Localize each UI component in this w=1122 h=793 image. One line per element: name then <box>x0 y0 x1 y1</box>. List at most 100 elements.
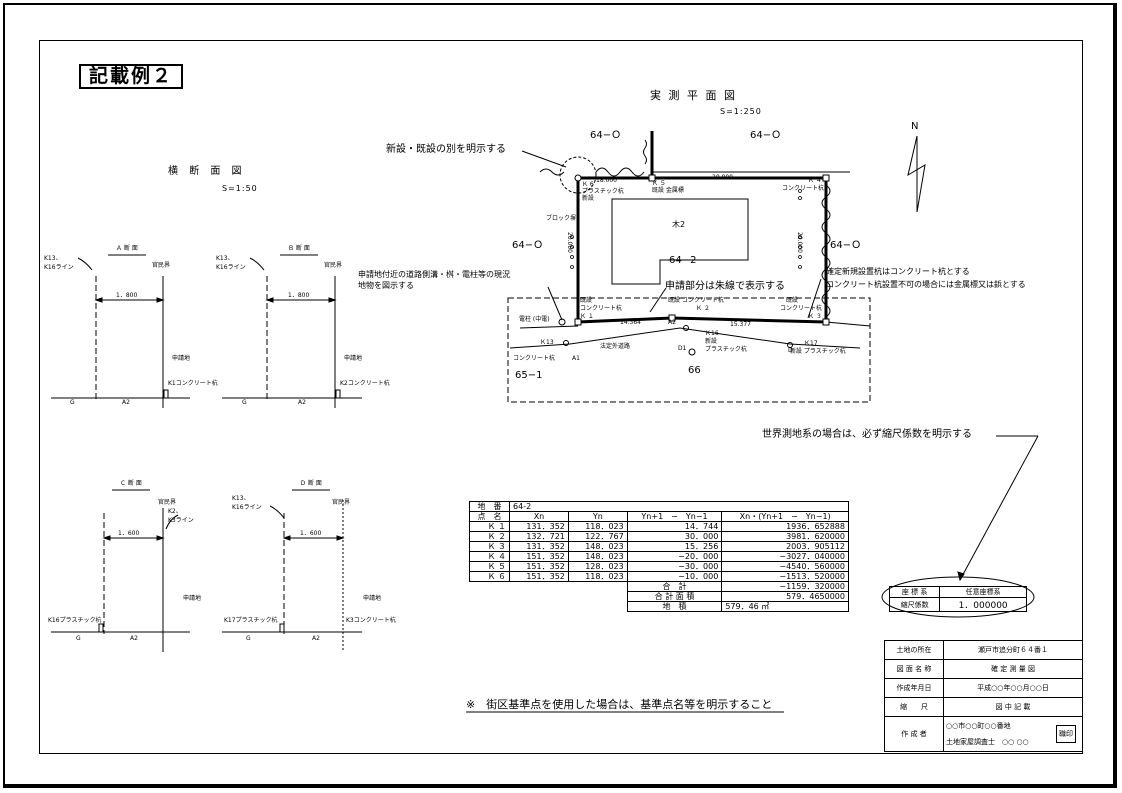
cell: 151．352 <box>509 551 569 562</box>
lot-left: 64−Ｏ <box>512 240 544 251</box>
section-a-pile: K1コンクリート杭 <box>168 380 218 387</box>
section-d-side: 官民界 <box>332 499 351 506</box>
header-product: Xn・(Yn+1 − Yn−1) <box>721 511 849 522</box>
section-b-name: Ｂ 断 面 <box>288 245 310 252</box>
note-current-objects-1: 申請地付近の道路側溝・桝・電柱等の現況 <box>358 270 510 279</box>
dim-left: 20.000 <box>566 232 573 253</box>
lot-number-label: 地 番 <box>468 501 511 512</box>
k3-name: Ｋ ３ <box>808 313 822 320</box>
coord-system-value: 任意座標系 <box>939 586 1027 598</box>
cell: 15．256 <box>626 541 723 552</box>
cell: 131．352 <box>509 521 569 532</box>
section-a-a2: A2 <box>122 399 130 406</box>
table-row: 図 面 名 称 確 定 測 量 図 <box>884 659 1083 679</box>
area-calculation-table: 地 番 64-2 点 名 Xn Yn Yn+1 − Yn−1 Xn・(Yn+1 … <box>468 501 849 612</box>
section-a-line-2: K16ライン <box>44 264 74 271</box>
section-d-line-2: K16ライン <box>232 504 262 511</box>
section-c-width: 1．600 <box>118 530 140 537</box>
cell: Ｋ ３ <box>468 541 511 552</box>
note-current-objects-2: 地物を図示する <box>358 281 414 290</box>
lot-bottom-left: 65−1 <box>515 370 543 381</box>
lot-right: 64−Ｏ <box>830 240 862 251</box>
lot-number-value: 64-2 <box>509 501 849 512</box>
blank-cell <box>470 602 628 612</box>
table-row: 縮 尺 図 中 記 載 <box>884 697 1083 717</box>
total-area-label: 合 計 面 積 <box>626 591 723 602</box>
cell: 128．023 <box>567 561 628 572</box>
author-label: 作 成 者 <box>884 716 944 752</box>
scale-factor-value: 1．000000 <box>939 597 1027 612</box>
k4-name: Ｋ ４ <box>808 177 822 184</box>
k1-name: Ｋ １ <box>580 313 594 320</box>
section-c-line-2: K3ライン <box>168 517 194 524</box>
pole-label: 電柱 (中電) <box>519 316 550 323</box>
lot-top-right: 64−Ｏ <box>750 130 782 141</box>
section-c-line-1: K2、 <box>168 508 182 515</box>
sum-value: −1159．320000 <box>721 581 849 592</box>
note-pile-1: 確定新規設置杭はコンクリート杭とする <box>826 267 970 276</box>
dim-bottom-right: 15.377 <box>730 321 751 328</box>
k6-kind: 新設 <box>582 195 595 202</box>
cell: 118．023 <box>567 571 628 582</box>
section-b-a2: A2 <box>298 399 306 406</box>
section-b-land: 申請地 <box>344 355 363 362</box>
k17-name: Ｋ17 <box>804 340 818 347</box>
building-outline <box>611 198 749 285</box>
section-d-width: 1．600 <box>300 530 322 537</box>
section-a-line-1: K13、 <box>44 255 62 262</box>
sheet-inner-frame <box>39 40 1083 754</box>
table-row: 地 番 64-2 <box>468 501 849 512</box>
k13-type: コンクリート杭 <box>513 355 556 362</box>
blank-cell <box>469 581 628 592</box>
section-d-land: 申請地 <box>363 595 382 602</box>
section-c-pile: K16プラスチック杭 <box>48 617 102 624</box>
land-area-label: 地 積 <box>626 601 723 612</box>
section-c-land: 申請地 <box>183 595 202 602</box>
section-d-line-1: K13、 <box>232 495 250 502</box>
cell: 148．023 <box>567 551 628 562</box>
section-b-side: 官民界 <box>324 262 343 269</box>
header-yn: Yn <box>567 511 628 522</box>
section-c-a2: A2 <box>130 635 138 642</box>
dim-right: 20.000 <box>796 232 803 253</box>
section-c-g: G <box>76 635 81 642</box>
coord-system-label: 座 標 系 <box>888 586 941 598</box>
table-row: Ｋ ３ 131．352 148．023 15．256 2003．905112 <box>468 541 849 552</box>
table-row: 作 成 者 ○○市○○町○○番地 土地家屋調査士 ○○ ○○ 職印 <box>884 716 1083 752</box>
cell: 122．767 <box>567 531 628 542</box>
table-row: Ｋ ６ 151．352 118．023 −10．000 −1513．520000 <box>468 571 849 582</box>
k5-type: 既設 金属標 <box>652 187 684 194</box>
road-label: 法定外道路 <box>600 343 631 350</box>
table-row: 土地の所在 瀬戸市追分町６４番１ <box>884 640 1083 660</box>
cell: Ｋ ４ <box>468 551 511 562</box>
sections-title: 横 断 面 図 <box>168 166 246 177</box>
seal-stamp: 職印 <box>1056 725 1076 743</box>
cell: −20．000 <box>626 551 723 562</box>
cell: −1513．520000 <box>721 571 849 582</box>
plan-title: 実 測 平 面 図 <box>650 89 737 102</box>
section-b-g: G <box>242 399 247 406</box>
location-value: 瀬戸市追分町６４番１ <box>943 640 1083 660</box>
table-row: 合 計 −1159．320000 <box>469 581 849 592</box>
cell: 151．352 <box>509 571 569 582</box>
author-address: ○○市○○町○○番地 <box>946 722 1011 730</box>
cell: −4540．560000 <box>721 561 849 572</box>
lot-label: 64−2 <box>669 255 697 266</box>
lot-top-left: 64−Ｏ <box>590 130 622 141</box>
sheet-outer-frame <box>3 3 1117 788</box>
note-world-geodetic: 世界測地系の場合は、必ず縮尺係数を明示する <box>762 429 972 440</box>
footer-note: ※ 街区基準点を使用した場合は、基準点名等を明示すること <box>466 698 773 711</box>
cell: −10．000 <box>626 571 723 582</box>
drawing-name-label: 図 面 名 称 <box>884 659 944 679</box>
table-row: Ｋ ２ 132．721 122．767 30．000 3981．620000 <box>468 531 849 542</box>
section-d-pile-right: K3コンクリート杭 <box>346 617 396 624</box>
note-pile-2: コンクリート杭設置不可の場合には金属標又は鋲とする <box>826 280 1026 289</box>
cell: 118．023 <box>567 521 628 532</box>
k16-type: プラスチック杭 <box>705 346 747 353</box>
k1-type: コンクリート杭 <box>580 305 623 312</box>
location-label: 土地の所在 <box>884 640 944 660</box>
dim-bottom-left: 14.364 <box>620 319 641 326</box>
table-row: 座 標 系 任意座標系 <box>888 586 1027 598</box>
date-value: 平成○○年○○月○○日 <box>943 678 1083 698</box>
